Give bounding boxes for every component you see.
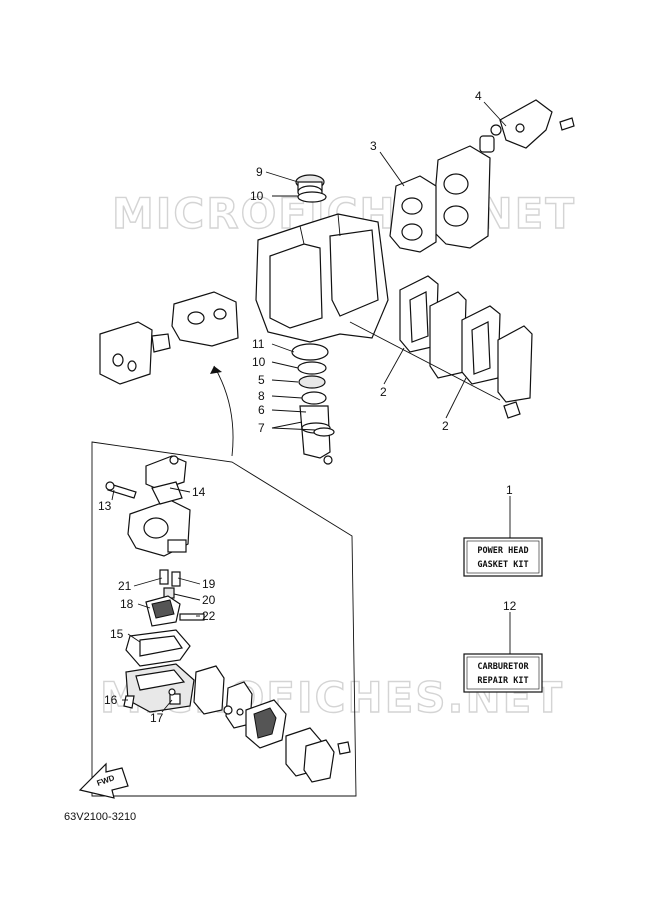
callout-7: 7 <box>258 421 265 435</box>
forward-arrow-icon: FWD <box>78 762 129 799</box>
callout-2-right: 2 <box>442 419 449 433</box>
callout-3: 3 <box>370 139 377 153</box>
callout-21: 21 <box>118 579 132 593</box>
intake-silencer <box>99 291 239 385</box>
callout-numbers: 3 4 9 10 11 10 5 8 6 7 2 2 1 12 13 14 21… <box>98 89 517 725</box>
callout-13: 13 <box>98 499 112 513</box>
exhaust-cover-assembly <box>389 99 575 253</box>
callout-10-bottom: 10 <box>252 355 266 369</box>
flow-arrow <box>213 365 234 457</box>
callout-9: 9 <box>256 165 263 179</box>
callout-11: 11 <box>252 337 265 351</box>
kit-power-head-line2: GASKET KIT <box>477 560 528 570</box>
callout-19: 19 <box>202 577 216 591</box>
callout-8: 8 <box>258 389 265 403</box>
diagram-code: 63V2100-3210 <box>64 811 136 823</box>
callout-20: 20 <box>202 593 216 607</box>
callout-2-left: 2 <box>380 385 387 399</box>
kit-power-head: POWER HEAD GASKET KIT <box>463 496 543 577</box>
power-head <box>255 174 389 343</box>
callout-18: 18 <box>120 597 134 611</box>
callout-16: 16 <box>104 693 118 707</box>
intake-gaskets <box>349 275 533 419</box>
callout-1: 1 <box>506 483 513 497</box>
carburetor-frame <box>91 441 357 797</box>
lower-seal-stack <box>291 343 335 465</box>
callout-10-top: 10 <box>250 189 264 203</box>
kit-carburetor-line2: REPAIR KIT <box>477 676 528 686</box>
callout-12: 12 <box>503 599 517 613</box>
callout-4: 4 <box>475 89 482 103</box>
callout-5: 5 <box>258 373 265 387</box>
callout-6: 6 <box>258 403 265 417</box>
leader-lines <box>111 101 507 713</box>
flow-arrow-head <box>210 366 222 374</box>
kit-power-head-line1: POWER HEAD <box>477 546 528 556</box>
callout-17: 17 <box>150 711 164 725</box>
kit-carburetor: CARBURETOR REPAIR KIT <box>463 612 543 693</box>
carburetor-assembly <box>105 455 351 783</box>
kit-carburetor-line1: CARBURETOR <box>477 662 529 672</box>
callout-14: 14 <box>192 485 206 499</box>
callout-15: 15 <box>110 627 124 641</box>
callout-22: 22 <box>202 609 216 623</box>
